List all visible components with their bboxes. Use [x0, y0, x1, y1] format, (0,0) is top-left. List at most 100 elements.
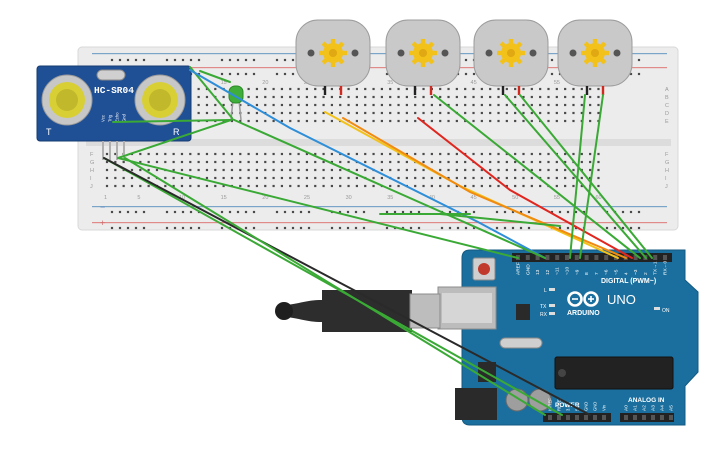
breadboard-hole — [197, 103, 200, 107]
rail-hole — [275, 226, 279, 230]
rail-hole — [220, 72, 224, 76]
breadboard-hole — [522, 119, 525, 123]
breadboard-hole — [547, 152, 550, 156]
breadboard-hole — [314, 119, 317, 123]
breadboard-hole — [564, 152, 567, 156]
breadboard-hole — [589, 87, 592, 91]
breadboard-hole — [472, 95, 475, 99]
breadboard-hole — [189, 168, 192, 172]
digital-pin-label: ~5 — [614, 269, 620, 275]
breadboard-hole — [472, 87, 475, 91]
breadboard-hole — [205, 168, 209, 172]
breadboard-hole — [255, 152, 259, 156]
rail-hole — [291, 58, 295, 62]
arduino-model-label: UNO — [607, 292, 636, 307]
breadboard-hole — [522, 160, 525, 164]
usb-cable — [275, 290, 441, 332]
breadboard-hole — [322, 168, 325, 172]
breadboard-hole — [364, 160, 367, 164]
breadboard-hole — [172, 152, 175, 156]
breadboard-hole — [389, 184, 392, 188]
breadboard-hole — [489, 119, 492, 123]
rail-hole — [142, 58, 146, 62]
column-number: 15 — [221, 80, 227, 86]
breadboard-hole — [597, 176, 600, 180]
breadboard-hole — [247, 119, 250, 123]
breadboard-hole — [264, 184, 267, 188]
breadboard-hole — [222, 152, 225, 156]
breadboard-hole — [505, 87, 508, 91]
breadboard-hole — [214, 103, 217, 107]
breadboard-hole — [372, 119, 375, 123]
tx-led-label: TX — [540, 304, 547, 310]
breadboard-hole — [497, 168, 500, 172]
dc-motor — [473, 19, 549, 95]
breadboard-hole — [514, 95, 517, 99]
rail-hole — [165, 210, 169, 214]
breadboard-hole — [489, 111, 492, 115]
breadboard-hole — [339, 160, 342, 164]
breadboard-hole — [430, 103, 433, 107]
breadboard-hole — [380, 111, 383, 115]
breadboard-hole — [455, 119, 458, 123]
breadboard-hole — [147, 160, 150, 164]
row-letter: I — [90, 176, 92, 182]
breadboard-hole — [280, 87, 284, 91]
breadboard-hole — [305, 87, 309, 91]
analog-pin-label: A5 — [669, 405, 675, 411]
breadboard-hole — [564, 176, 567, 180]
jumper-wire — [103, 157, 591, 416]
breadboard-hole — [222, 168, 225, 172]
rail-hole — [126, 210, 130, 214]
breadboard-hole — [130, 184, 134, 188]
rail-hole — [181, 226, 185, 230]
breadboard-hole — [297, 119, 300, 123]
breadboard-hole — [330, 119, 334, 123]
breadboard-hole — [489, 87, 492, 91]
rail-hole — [118, 210, 122, 214]
breadboard-hole — [164, 184, 167, 188]
digital-pin-label: GND — [525, 264, 531, 275]
breadboard-hole — [572, 184, 575, 188]
breadboard-hole — [322, 184, 325, 188]
breadboard-hole — [547, 168, 550, 172]
rail-hole — [503, 226, 507, 230]
row-letter: G — [665, 160, 669, 166]
row-letter: H — [665, 168, 669, 174]
breadboard-hole — [355, 111, 358, 115]
breadboard-hole — [430, 184, 433, 188]
rail-hole — [550, 58, 554, 62]
digital-pin-label: ~10 — [565, 267, 571, 275]
breadboard-hole — [597, 95, 600, 99]
breadboard-hole — [289, 152, 292, 156]
breadboard-hole — [280, 152, 284, 156]
row-letter: E — [665, 119, 669, 125]
breadboard-hole — [297, 103, 300, 107]
breadboard-hole — [497, 95, 500, 99]
breadboard-hole — [114, 152, 117, 156]
breadboard-hole — [447, 119, 450, 123]
row-letter: G — [90, 160, 94, 166]
column-number: 35 — [387, 195, 393, 201]
breadboard-hole — [305, 111, 309, 115]
rail-hole — [362, 226, 366, 230]
breadboard-hole — [280, 160, 284, 164]
breadboard-hole — [405, 95, 408, 99]
breadboard-hole — [422, 87, 425, 91]
breadboard-hole — [280, 184, 284, 188]
breadboard-hole — [322, 160, 325, 164]
row-letter: A — [665, 87, 669, 93]
breadboard-hole — [139, 168, 142, 172]
breadboard-hole — [230, 152, 234, 156]
breadboard-hole — [380, 95, 383, 99]
power-pin-label: RESET — [557, 397, 562, 411]
breadboard-hole — [489, 95, 492, 99]
breadboard-hole — [464, 160, 467, 164]
breadboard-hole — [530, 176, 533, 180]
breadboard-hole — [155, 168, 159, 172]
breadboard-hole — [355, 119, 358, 123]
breadboard-hole — [397, 95, 400, 99]
breadboard-hole — [330, 168, 334, 172]
